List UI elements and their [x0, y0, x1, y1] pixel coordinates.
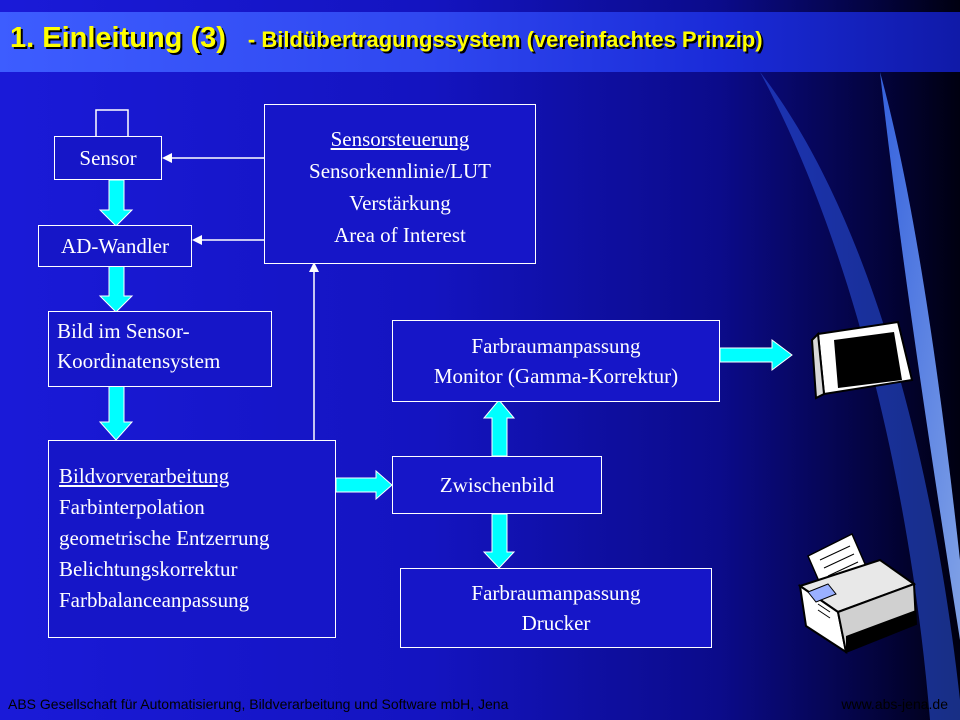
sensorsteuerung-heading: Sensorsteuerung: [330, 127, 470, 151]
ad-wandler-label: AD-Wandler: [61, 234, 169, 258]
footer-url[interactable]: www.abs-jena.de: [841, 696, 948, 712]
sensor-box: Sensor: [54, 136, 162, 180]
zwischenbild-label: Zwischenbild: [439, 473, 555, 497]
sensorsteuerung-line-4: Area of Interest: [334, 223, 466, 247]
farbraum-monitor-box: Farbraumanpassung Monitor (Gamma-Korrekt…: [392, 320, 720, 402]
bildvorverarbeitung-line-2: Farbinterpolation: [59, 495, 205, 519]
farbraum-drucker-box: Farbraumanpassung Drucker: [400, 568, 712, 648]
arrow-to-monitor-icon: [719, 339, 793, 371]
arrow-preproc-to-zwischenbild: [335, 469, 393, 501]
bildvorverarbeitung-line-5: Farbbalanceanpassung: [59, 588, 250, 612]
bildvorverarbeitung-heading: Bildvorverarbeitung: [59, 464, 230, 488]
slide-title: 1. Einleitung (3) - Bildübertragungssyste…: [10, 22, 763, 55]
bildvorverarbeitung-line-4: Belichtungskorrektur: [59, 557, 238, 581]
arrow-zwischenbild-to-drucker: [482, 513, 516, 569]
sensor-top-loop: [95, 109, 129, 138]
bild-sensor-box: Bild im Sensor- Koordinatensystem: [48, 311, 272, 387]
bildvorverarbeitung-box: Bildvorverarbeitung Farbinterpolation ge…: [48, 440, 336, 638]
sensorsteuerung-box: Sensorsteuerung Sensorkennlinie/LUT Vers…: [264, 104, 536, 264]
arrow-adc-to-bild: [98, 265, 134, 313]
arrow-bild-to-preproc: [98, 385, 134, 441]
sensorsteuerung-line-2: Sensorkennlinie/LUT: [309, 159, 491, 183]
farbraum-monitor-line-1: Farbraumanpassung: [471, 334, 641, 358]
title-subtitle: - Bildübertragungssystem (vereinfachtes …: [247, 27, 763, 52]
bildvorverarbeitung-line-3: geometrische Entzerrung: [59, 526, 270, 550]
farbraum-monitor-line-2: Monitor (Gamma-Korrektur): [433, 364, 679, 388]
title-bar: [0, 12, 960, 72]
arrow-sensor-to-adc: [98, 179, 134, 227]
zwischenbild-box: Zwischenbild: [392, 456, 602, 514]
bild-sensor-line-1: Bild im Sensor-: [57, 319, 190, 343]
sensorsteuerung-line-3: Verstärkung: [349, 191, 451, 215]
title-main: 1. Einleitung (3): [10, 22, 226, 54]
footer-company: ABS Gesellschaft für Automatisierung, Bi…: [8, 696, 509, 712]
farbraum-drucker-line-2: Drucker: [521, 611, 591, 635]
sensor-label: Sensor: [79, 146, 137, 170]
bild-sensor-line-2: Koordinatensystem: [57, 349, 221, 373]
ad-wandler-box: AD-Wandler: [38, 225, 192, 267]
farbraum-drucker-line-1: Farbraumanpassung: [471, 581, 641, 605]
arrow-zwischenbild-to-monitor: [482, 399, 516, 457]
